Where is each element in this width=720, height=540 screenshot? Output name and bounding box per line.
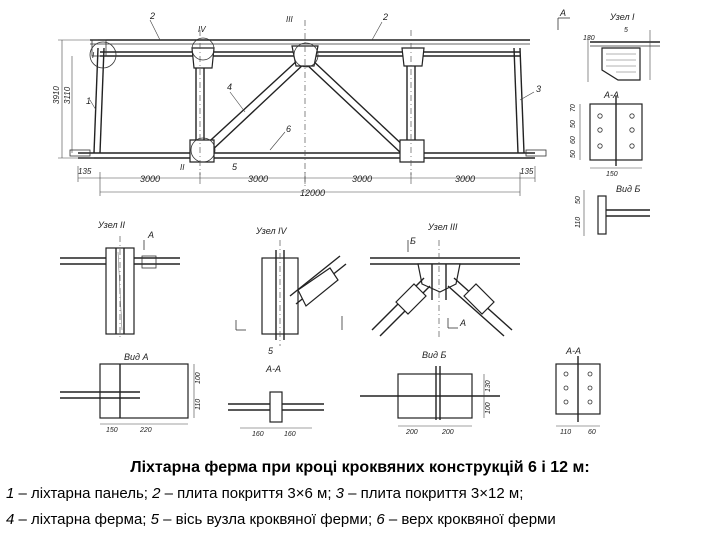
- callout-4: 4: [227, 82, 232, 92]
- dim-height-inner: 3110: [63, 86, 72, 104]
- legend-num-4: 4: [6, 511, 15, 528]
- section-aa-right-dim-110: 110: [560, 429, 571, 436]
- view-b-detail: [360, 366, 500, 427]
- dim-height-outer: 3910: [52, 86, 61, 104]
- view-a-dim-220: 220: [139, 427, 152, 434]
- section-aa-mid-title: А-А: [265, 364, 281, 374]
- section-aa-top-dim-150: 150: [606, 171, 618, 178]
- legend-text-1: – ліхтарна панель;: [14, 485, 153, 502]
- legend-num-2: 2: [152, 485, 161, 502]
- section-aa-right-title: А-А: [565, 346, 581, 356]
- dim-bottom-3: 3000: [352, 174, 372, 184]
- node-4-callout-5: 5: [268, 346, 274, 356]
- dim-bottom-4: 3000: [455, 174, 475, 184]
- legend-num-6: 6: [376, 511, 385, 528]
- legend-num-3: 3: [335, 485, 344, 502]
- legend-line-1: 1 – ліхтарна панель; 2 – плита покриття …: [6, 485, 523, 502]
- node-1-dim-130: 130: [583, 35, 595, 42]
- section-aa-mid-dim-160b: 160: [284, 431, 296, 438]
- dim-right-end: 135: [520, 167, 534, 176]
- node-3-detail: [370, 240, 520, 340]
- node-mark-4: IV: [198, 25, 206, 34]
- callout-2b: 2: [382, 12, 388, 22]
- callout-1: 1: [86, 96, 91, 106]
- section-aa-mid-dim-160a: 160: [252, 431, 264, 438]
- caption: Ліхтарна ферма при кроці кроквяних конст…: [0, 455, 720, 540]
- callout-6: 6: [286, 124, 291, 134]
- legend-num-5: 5: [150, 511, 159, 528]
- legend-line-2: 4 – ліхтарна ферма; 5 – вісь вузла крокв…: [6, 511, 556, 528]
- view-b-title: Вид Б: [422, 350, 446, 360]
- legend-text-3: – плита покриття 3×12 м;: [344, 485, 524, 502]
- view-a-dim-150: 150: [106, 427, 118, 434]
- view-b-top: [583, 190, 650, 236]
- section-aa-top-title: А-А: [603, 90, 619, 100]
- section-aa-right-dim-60: 60: [588, 429, 596, 436]
- view-a-detail: [60, 363, 195, 425]
- dim-left-end: 135: [78, 167, 92, 176]
- callout-3: 3: [536, 84, 541, 94]
- view-a-dim-100: 100: [195, 372, 202, 384]
- node-1-arrow-a: А: [559, 8, 566, 18]
- node-4-detail: [235, 240, 347, 346]
- node-2-arrow-a: А: [147, 230, 154, 240]
- view-b-top-dim-110: 110: [575, 217, 582, 228]
- caption-title: Ліхтарна ферма при кроці кроквяних конст…: [130, 459, 590, 476]
- node-mark-2: II: [180, 163, 185, 172]
- legend-text-2: – плита покриття 3×6 м;: [160, 485, 336, 502]
- callout-2: 2: [149, 11, 155, 21]
- callout-5: 5: [232, 162, 238, 172]
- legend-text-5: – вісь вузла кроквяної ферми;: [158, 511, 377, 528]
- dim-total: 12000: [300, 188, 325, 198]
- view-b-top-title: Вид Б: [616, 184, 640, 194]
- node-2-detail: [60, 236, 180, 340]
- legend-text-6: – верх кроквяної ферми: [384, 511, 556, 528]
- node-3-arrow-a-bottom: А: [459, 318, 466, 328]
- view-a-dim-110: 110: [195, 399, 202, 410]
- node-1-detail: [587, 30, 660, 82]
- legend-text-4: – ліхтарна ферма;: [14, 511, 151, 528]
- main-truss-elevation: [58, 17, 570, 196]
- view-a-title: Вид А: [124, 352, 149, 362]
- view-b-top-dim-50: 50: [575, 196, 582, 204]
- section-aa-top-dim-60: 60: [570, 136, 577, 144]
- node-2-title: Узел II: [97, 220, 126, 230]
- technical-drawing: 3000 3000 3000 3000 12000 135 135 3910 3…: [52, 8, 660, 438]
- node-1-dim-5: 5: [624, 27, 628, 34]
- view-b-dim-100: 100: [485, 402, 492, 414]
- view-b-dim-200b: 200: [441, 429, 454, 436]
- section-aa-right: [555, 356, 601, 427]
- node-1-title: Узел I: [609, 12, 635, 22]
- node-3-title: Узел III: [427, 222, 458, 232]
- view-b-dim-200a: 200: [405, 429, 418, 436]
- legend-num-1: 1: [6, 485, 15, 502]
- dim-bottom-2: 3000: [248, 174, 268, 184]
- section-aa-top-dim-70: 70: [570, 104, 577, 112]
- section-aa-top-dim-50: 50: [570, 120, 577, 128]
- node-3-arrow-b: Б: [410, 236, 416, 246]
- dim-bottom-1: 3000: [140, 174, 160, 184]
- node-mark-3: III: [286, 15, 293, 24]
- section-aa-top-dim-50b: 50: [570, 150, 577, 158]
- view-b-dim-130: 130: [485, 380, 492, 392]
- node-4-title: Узел IV: [255, 226, 288, 236]
- section-aa-top: [579, 96, 643, 169]
- node-mark-1: I: [92, 51, 95, 60]
- section-aa-mid: [228, 391, 324, 429]
